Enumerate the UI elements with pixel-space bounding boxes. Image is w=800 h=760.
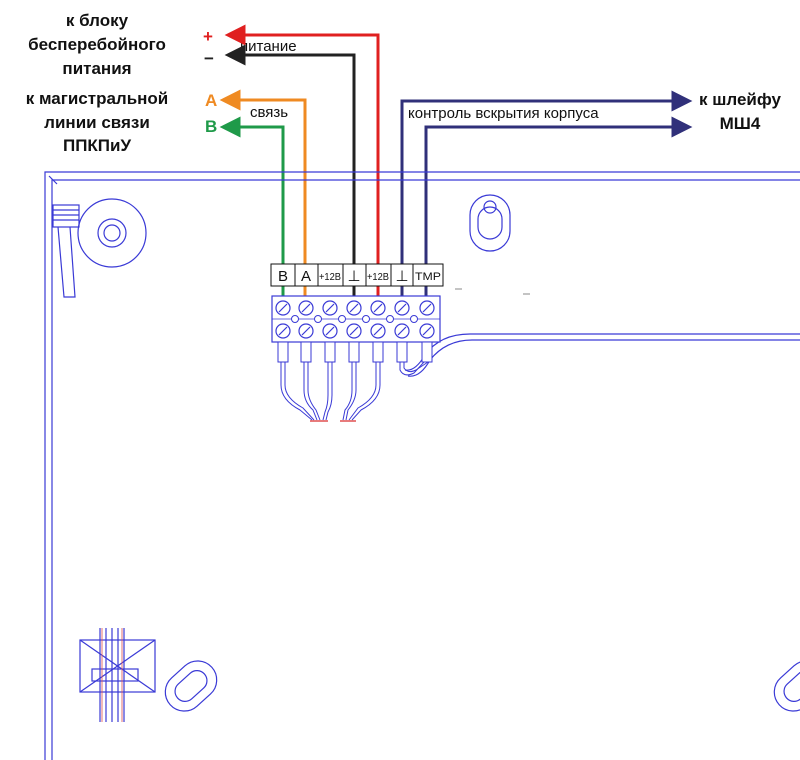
tamper-wire-2 <box>424 116 693 302</box>
keyhole-slot-icon <box>469 194 511 252</box>
tamper-wire-1 <box>400 90 693 302</box>
comm-label: связь <box>250 104 288 121</box>
terminal-label-tmp: TMP <box>415 271 441 283</box>
line-b-wire <box>219 116 285 302</box>
line-b-sign: В <box>205 117 217 136</box>
mount-slot-right-icon <box>773 660 800 712</box>
minus-sign: − <box>204 49 214 68</box>
power-plus-wire <box>224 24 380 302</box>
tamper-label: контроль вскрытия корпуса <box>408 105 599 122</box>
terminal-label-gnd-1: ⊥ <box>347 268 360 285</box>
terminal-label-12v-2: +12B <box>367 272 389 283</box>
ups-label-line1: к блоку <box>66 11 129 30</box>
ups-label-line3: питания <box>62 59 131 78</box>
line-a-wire <box>219 89 307 302</box>
terminal-label-a: A <box>301 268 311 285</box>
power-minus-wire <box>224 44 356 302</box>
power-label: питание <box>240 38 297 55</box>
terminal-label-12v-1: +12B <box>319 272 341 283</box>
terminal-label-b: B <box>278 268 288 285</box>
lead-wires <box>280 361 429 421</box>
ground-screw-icon <box>52 198 147 298</box>
mount-slot-left-icon <box>164 660 218 712</box>
terminal-block: B A +12B ⊥ +12B ⊥ TMP <box>270 263 444 422</box>
line-label-line3: ППКПиУ <box>63 136 131 155</box>
line-a-sign: А <box>205 91 217 110</box>
ups-label-line2: бесперебойного <box>28 35 166 54</box>
loop-label: к шлейфу МШ4 <box>699 90 782 133</box>
line-label-line2: линии связи <box>44 113 150 132</box>
enclosure-drawing <box>44 171 800 760</box>
line-label-line1: к магистральной <box>26 89 169 108</box>
enclosure-outline <box>44 171 800 760</box>
loop-label-line1: к шлейфу <box>699 90 782 109</box>
plus-sign: + <box>203 27 213 46</box>
loop-label-line2: МШ4 <box>720 114 761 133</box>
ups-label: к блоку бесперебойного питания <box>28 11 166 78</box>
cable-clamp-icon <box>79 628 156 722</box>
line-label: к магистральной линии связи ППКПиУ <box>26 89 169 155</box>
terminal-label-gnd-2: ⊥ <box>395 268 408 285</box>
